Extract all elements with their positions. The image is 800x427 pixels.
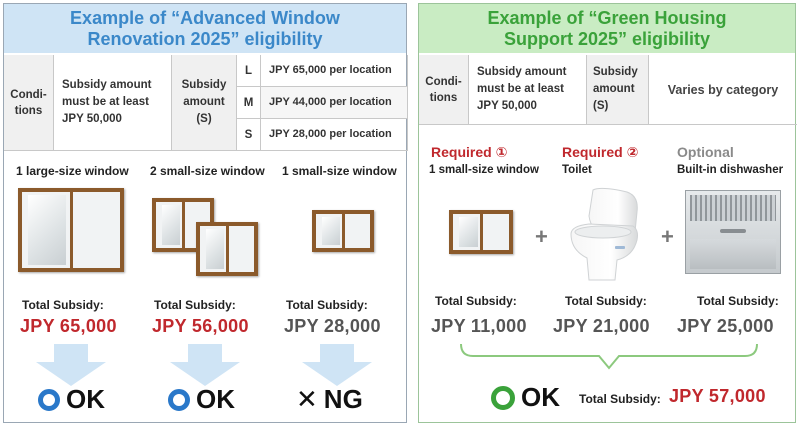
brace-connector (460, 343, 758, 370)
arrow-down-icon (170, 344, 240, 386)
subsidy-amount-label: Subsidy amount (S) (587, 55, 649, 125)
example-2-total-label: Total Subsidy: (154, 298, 236, 312)
item-2-label: Toilet (562, 164, 592, 176)
advanced-window-panel: Example of “Advanced Window Renovation 2… (3, 3, 408, 423)
combined-total-amount: JPY 57,000 (669, 386, 766, 406)
ok-circle-icon (38, 388, 60, 411)
ok-circle-icon (491, 385, 515, 410)
item-1-tag: Required ① (431, 144, 508, 160)
example-1-label: 1 large-size window (16, 164, 129, 178)
example-1-result: OK (38, 384, 105, 415)
example-3-amount: JPY 28,000 (284, 316, 381, 336)
green-housing-panel: Example of “Green Housing Support 2025” … (418, 3, 797, 423)
min-subsidy-text: Subsidy amount must be at least JPY 50,0… (54, 55, 172, 151)
varies-by-category: Varies by category (649, 55, 797, 125)
plus-icon-1: + (535, 224, 548, 249)
item-1-total-label: Total Subsidy: (435, 294, 517, 308)
size-l: L (237, 55, 261, 87)
item-1-amount: JPY 11,000 (431, 316, 527, 336)
item-3-tag: Optional (677, 144, 734, 160)
example-1-total-label: Total Subsidy: (22, 298, 104, 312)
toilet-icon (570, 187, 638, 281)
combined-total-label: Total Subsidy: (579, 392, 661, 406)
size-m-amount: JPY 44,000 per location (261, 87, 408, 119)
small-window-image-2 (196, 222, 258, 276)
green-result: OK (491, 382, 560, 413)
arrow-down-icon (36, 344, 106, 386)
example-2-label: 2 small-size window (150, 164, 265, 178)
arrow-down-icon (302, 344, 372, 386)
min-subsidy-text: Subsidy amount must be at least JPY 50,0… (469, 55, 587, 125)
subsidy-amount-label: Subsidy amount (S) (172, 55, 237, 151)
left-panel-title: Example of “Advanced Window Renovation 2… (4, 4, 406, 53)
item-3-total-label: Total Subsidy: (697, 294, 779, 308)
conditions-label: Condi- tions (4, 55, 54, 151)
ok-circle-icon (168, 388, 190, 411)
example-1-amount: JPY 65,000 (20, 316, 117, 336)
example-3-label: 1 small-size window (282, 164, 397, 178)
example-2-amount: JPY 56,000 (152, 316, 249, 336)
large-window-image (18, 188, 124, 272)
dishwasher-icon (685, 190, 781, 274)
item-2-total-label: Total Subsidy: (565, 294, 647, 308)
item-3-amount: JPY 25,000 (677, 316, 774, 336)
small-window-image (449, 210, 513, 254)
item-2-tag: Required ② (562, 144, 639, 160)
conditions-label: Condi- tions (419, 55, 469, 125)
plus-icon-2: + (661, 224, 674, 249)
small-window-image-3 (312, 210, 374, 252)
size-s: S (237, 119, 261, 151)
size-s-amount: JPY 28,000 per location (261, 119, 408, 151)
cross-icon: ✕ (296, 384, 318, 414)
size-m: M (237, 87, 261, 119)
example-2-result: OK (168, 384, 235, 415)
size-l-amount: JPY 65,000 per location (261, 55, 408, 87)
item-1-label: 1 small-size window (429, 164, 539, 176)
right-panel-title: Example of “Green Housing Support 2025” … (419, 4, 795, 53)
item-2-amount: JPY 21,000 (553, 316, 650, 336)
item-3-label: Built-in dishwasher (677, 164, 784, 176)
example-3-result: ✕ NG (296, 384, 363, 414)
example-3-total-label: Total Subsidy: (286, 298, 368, 312)
